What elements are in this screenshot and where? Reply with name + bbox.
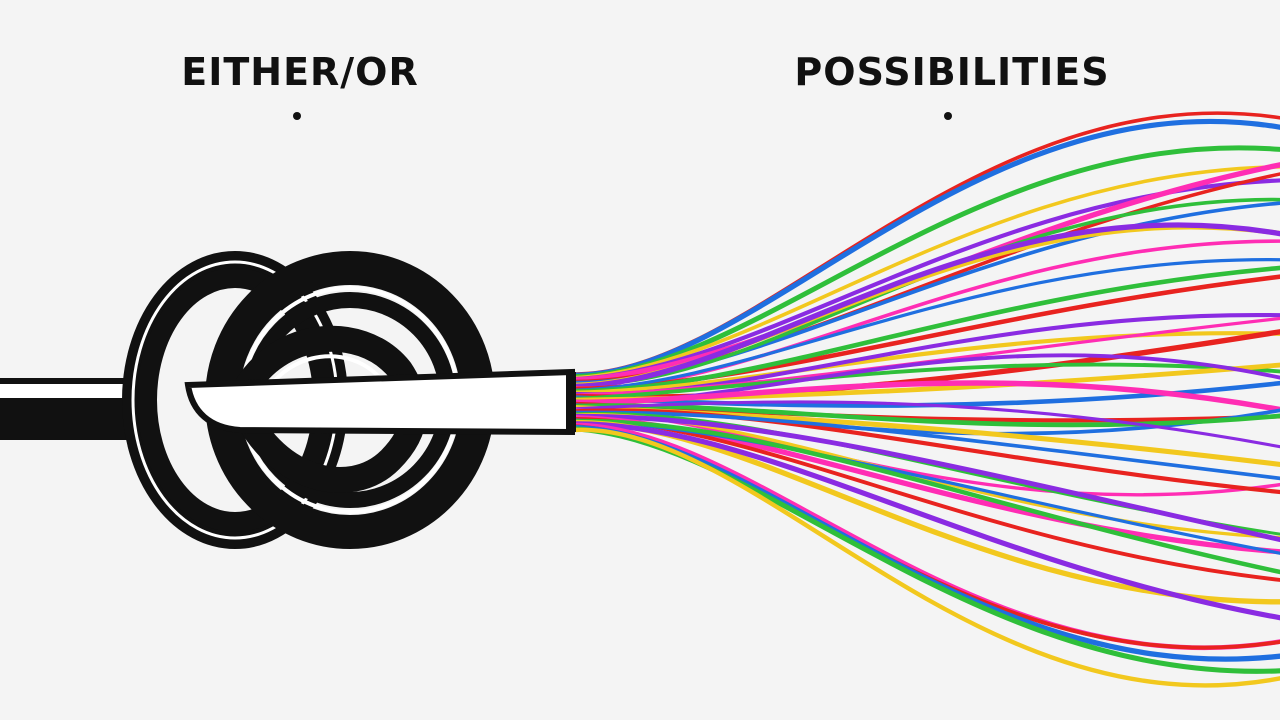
strand: [572, 362, 1280, 401]
strand: [571, 380, 1280, 413]
strand: [571, 408, 1280, 495]
strand: [571, 421, 1280, 621]
strand: [571, 265, 1280, 394]
strand: [572, 165, 1280, 380]
strand: [572, 258, 1280, 392]
strand: [572, 400, 1280, 449]
strand: [571, 118, 1280, 378]
possibilities-label: POSSIBILITIES: [794, 50, 1110, 94]
strand: [571, 222, 1280, 390]
right-dot: [944, 112, 952, 120]
strand: [571, 331, 1280, 395]
fanned-colored-strands-icon: [571, 111, 1280, 688]
strand: [571, 422, 1280, 651]
strand: [571, 413, 1280, 543]
strand: [571, 418, 1280, 575]
knotted-cable-icon: [0, 251, 576, 549]
left-dot: [293, 112, 301, 120]
strand: [571, 427, 1280, 688]
either-or-label: EITHER/OR: [181, 50, 419, 94]
strand: [572, 410, 1280, 481]
